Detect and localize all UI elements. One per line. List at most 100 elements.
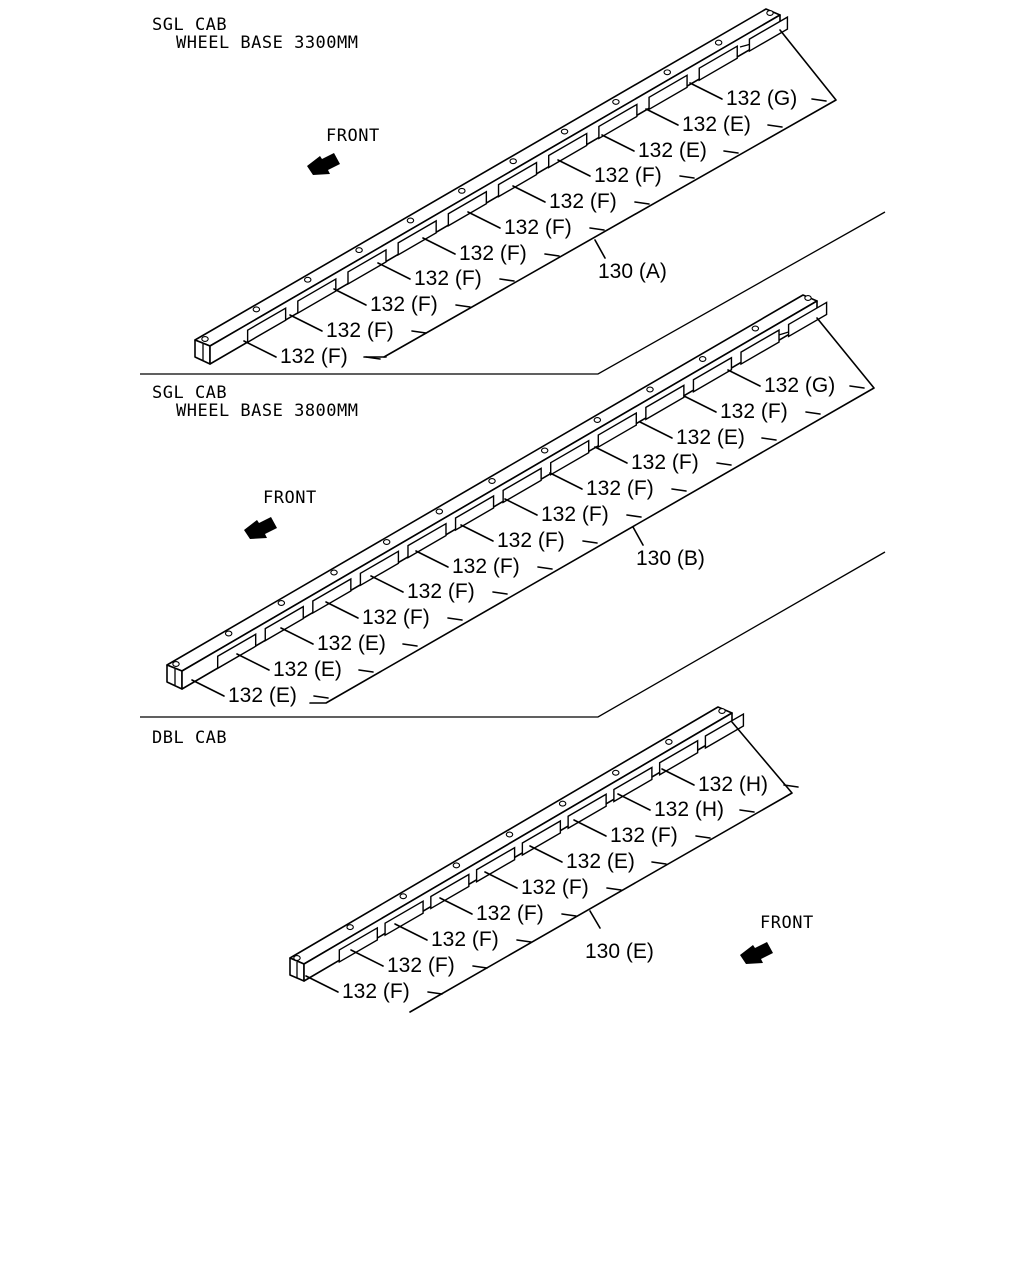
section-title: SGL CAB bbox=[152, 15, 227, 35]
part-callout: 132 (F) bbox=[394, 923, 532, 951]
crossmember-block bbox=[502, 467, 542, 504]
assembly-leader bbox=[589, 910, 601, 929]
callout-baseline bbox=[363, 29, 837, 358]
mounting-hole bbox=[665, 738, 673, 745]
label-tick bbox=[472, 965, 488, 969]
part-label: 132 (F) bbox=[370, 293, 438, 316]
mounting-hole bbox=[435, 508, 444, 515]
crossmember-block bbox=[598, 103, 638, 140]
front-arrow-icon bbox=[307, 153, 340, 175]
front-label: FRONT bbox=[326, 126, 380, 146]
section-subtitle: WHEEL BASE 3800MM bbox=[176, 401, 359, 421]
part-callout: 132 (F) bbox=[467, 211, 605, 239]
leader-line bbox=[243, 340, 277, 358]
part-label: 132 (H) bbox=[698, 773, 768, 796]
label-tick bbox=[411, 330, 427, 334]
leader-line bbox=[350, 949, 384, 967]
label-tick bbox=[358, 669, 374, 673]
crossmember-block bbox=[613, 766, 653, 803]
leader-line bbox=[439, 897, 473, 915]
leader-line bbox=[289, 314, 323, 332]
leader-line bbox=[645, 108, 679, 126]
mounting-holes bbox=[201, 10, 774, 342]
part-callout: 132 (F) bbox=[325, 601, 463, 629]
mounting-hole bbox=[593, 417, 602, 423]
part-callout: 132 (F) bbox=[594, 446, 732, 474]
part-callout: 132 (F) bbox=[422, 237, 560, 265]
mounting-hole bbox=[505, 831, 514, 838]
label-tick bbox=[671, 488, 687, 492]
mounting-hole bbox=[201, 336, 209, 342]
rail-side-face bbox=[209, 14, 781, 365]
part-label: 132 (G) bbox=[726, 87, 797, 110]
part-label: 132 (F) bbox=[414, 267, 482, 290]
mounting-hole bbox=[698, 356, 707, 362]
label-tick bbox=[811, 98, 827, 102]
crossmember-block bbox=[216, 633, 257, 670]
part-label: 132 (H) bbox=[654, 798, 724, 821]
mounting-hole bbox=[558, 800, 567, 807]
mounting-hole bbox=[452, 862, 461, 869]
mounting-hole bbox=[458, 187, 466, 194]
label-tick bbox=[626, 514, 642, 518]
part-callout: 132 (F) bbox=[683, 395, 821, 423]
part-label: 132 (F) bbox=[280, 345, 348, 368]
label-tick bbox=[739, 809, 755, 813]
part-label: 132 (E) bbox=[317, 632, 386, 655]
leader-line bbox=[549, 472, 583, 490]
leader-line bbox=[467, 211, 501, 229]
label-tick bbox=[589, 227, 605, 231]
crossmember-block bbox=[597, 411, 637, 449]
part-callout: 132 (F) bbox=[512, 185, 650, 213]
mounting-holes bbox=[172, 295, 812, 667]
crossmember-block bbox=[312, 577, 352, 615]
crossmember-block bbox=[548, 132, 588, 169]
label-tick bbox=[634, 201, 650, 205]
crossmember-block bbox=[430, 873, 470, 910]
part-labels: 132 (E)132 (E)132 (E)132 (F)132 (F)132 (… bbox=[191, 369, 865, 707]
leader-line bbox=[557, 159, 591, 177]
leader-line bbox=[370, 575, 404, 593]
leader-line bbox=[594, 446, 628, 464]
mounting-hole bbox=[540, 447, 549, 454]
front-arrow-icon bbox=[740, 942, 773, 964]
crossmember-block bbox=[264, 605, 304, 642]
mounting-hole bbox=[406, 217, 415, 224]
part-callout: 132 (F) bbox=[439, 897, 577, 925]
section-title: SGL CAB bbox=[152, 383, 227, 403]
crossmember-block bbox=[384, 899, 424, 937]
part-label: 132 (F) bbox=[541, 503, 609, 526]
crossmember-block bbox=[397, 219, 437, 257]
crossmember-block bbox=[497, 161, 538, 198]
part-callout: 132 (F) bbox=[333, 288, 471, 316]
part-callout: 132 (H) bbox=[617, 793, 755, 821]
part-callout: 132 (F) bbox=[549, 472, 687, 500]
part-label: 132 (F) bbox=[586, 477, 654, 500]
label-tick bbox=[723, 150, 739, 154]
crossmember-blocks bbox=[246, 15, 789, 344]
part-label: 132 (F) bbox=[431, 928, 499, 951]
mounting-hole bbox=[330, 569, 338, 576]
part-label: 132 (F) bbox=[476, 902, 544, 925]
part-label: 132 (F) bbox=[504, 216, 572, 239]
leader-line bbox=[504, 498, 538, 516]
assembly-label: 130 (A) bbox=[598, 260, 667, 283]
mounting-hole bbox=[399, 893, 407, 900]
crossmember-block bbox=[787, 301, 828, 338]
mounting-hole bbox=[252, 306, 261, 313]
crossmember-block bbox=[648, 74, 688, 111]
leader-line bbox=[415, 550, 449, 568]
label-tick bbox=[783, 784, 799, 788]
crossmember-block bbox=[698, 44, 738, 82]
crossmember-blocks bbox=[216, 301, 828, 670]
part-label: 132 (F) bbox=[521, 876, 589, 899]
part-callout: 132 (F) bbox=[504, 498, 642, 526]
label-tick bbox=[695, 835, 711, 839]
label-tick bbox=[365, 356, 381, 360]
crossmember-block bbox=[359, 550, 400, 587]
mounting-hole bbox=[646, 386, 654, 393]
part-label: 132 (F) bbox=[497, 529, 565, 552]
crossmember-block bbox=[347, 248, 387, 286]
label-tick bbox=[544, 253, 560, 257]
